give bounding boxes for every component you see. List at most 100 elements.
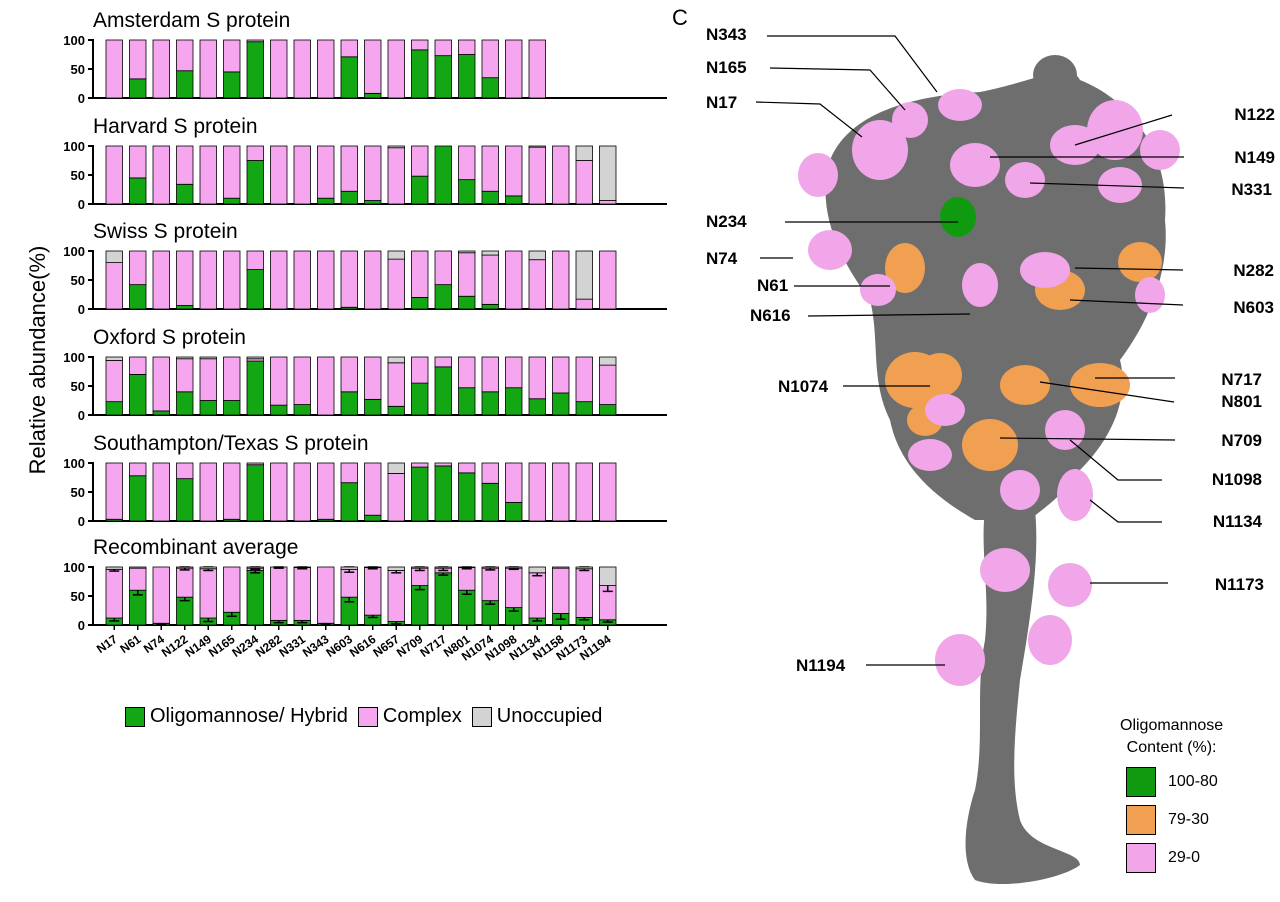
bar-complex bbox=[246, 145, 264, 161]
composition-legend: Oligomannose/ Hybrid Complex Unoccupied bbox=[125, 705, 612, 728]
site-label-n603: N603 bbox=[1233, 298, 1274, 317]
bar-unoccupied bbox=[129, 566, 147, 569]
bar-complex bbox=[246, 462, 264, 466]
bar-oligomannose bbox=[434, 145, 452, 205]
bar-complex bbox=[223, 356, 241, 401]
pink-glycan-clusters bbox=[798, 89, 1180, 686]
bar-unoccupied bbox=[364, 566, 382, 568]
bar-complex bbox=[505, 39, 523, 99]
bar-oligomannose bbox=[411, 49, 429, 99]
olig-legend-swatch-low bbox=[1126, 843, 1156, 873]
chart-title: Amsterdam S protein bbox=[93, 9, 290, 32]
bar-complex bbox=[364, 250, 382, 310]
bar-complex bbox=[599, 462, 617, 522]
bar-unoccupied bbox=[105, 566, 123, 570]
bar-unoccupied bbox=[481, 250, 499, 256]
bar-oligomannose bbox=[411, 466, 429, 522]
y-tick-label: 100 bbox=[63, 244, 85, 259]
site-leader-line bbox=[1074, 114, 1173, 146]
olig-legend-label-mid: 79-30 bbox=[1168, 811, 1209, 828]
y-tick-label: 50 bbox=[71, 273, 85, 288]
y-tick-label: 50 bbox=[71, 62, 85, 77]
bar-oligomannose bbox=[411, 382, 429, 416]
bar-oligomannose bbox=[223, 197, 241, 205]
bar-complex bbox=[152, 250, 170, 310]
bar-unoccupied bbox=[387, 356, 405, 364]
bar-complex bbox=[270, 566, 288, 621]
bar-complex bbox=[317, 39, 335, 99]
y-tick-label: 50 bbox=[71, 168, 85, 183]
y-tick-label: 100 bbox=[63, 560, 85, 575]
y-tick-label: 50 bbox=[71, 589, 85, 604]
bar-complex bbox=[105, 262, 123, 310]
y-tick-label: 0 bbox=[78, 408, 85, 423]
bar-oligomannose bbox=[176, 305, 194, 310]
y-tick-label: 0 bbox=[78, 302, 85, 317]
bar-oligomannose bbox=[458, 54, 476, 99]
site-label-n234: N234 bbox=[706, 212, 747, 231]
bar-complex bbox=[340, 568, 358, 598]
bar-complex bbox=[152, 145, 170, 205]
bar-unoccupied bbox=[528, 566, 546, 574]
legend-label-unoccupied: Unoccupied bbox=[496, 705, 603, 727]
bar-complex bbox=[528, 146, 546, 205]
bar-oligomannose bbox=[129, 373, 147, 416]
olig-legend-item-mid: 79-30 bbox=[1126, 805, 1223, 835]
oligomannose-content-legend: Oligomannose Content (%): 100-80 79-30 2… bbox=[1120, 715, 1223, 873]
bar-complex bbox=[575, 568, 593, 618]
x-tick-label: N17 bbox=[94, 632, 120, 656]
site-label-n122: N122 bbox=[1234, 105, 1275, 124]
bar-oligomannose bbox=[246, 41, 264, 99]
site-label-n1098: N1098 bbox=[1212, 470, 1262, 489]
bar-oligomannose bbox=[129, 284, 147, 310]
y-tick-label: 50 bbox=[71, 379, 85, 394]
bar-complex bbox=[293, 145, 311, 205]
legend-item-oligomannose: Oligomannose/ Hybrid bbox=[125, 705, 348, 728]
bar-complex bbox=[105, 39, 123, 99]
bar-oligomannose bbox=[552, 392, 570, 416]
olig-legend-swatch-mid bbox=[1126, 805, 1156, 835]
bar-complex bbox=[552, 462, 570, 522]
bar-complex bbox=[105, 145, 123, 205]
bar-oligomannose bbox=[105, 401, 123, 416]
bar-oligomannose bbox=[599, 404, 617, 416]
legend-item-unoccupied: Unoccupied bbox=[471, 705, 603, 728]
bar-oligomannose bbox=[129, 177, 147, 205]
bar-complex bbox=[129, 462, 147, 477]
bar-complex bbox=[552, 567, 570, 614]
olig-legend-label-high: 100-80 bbox=[1168, 773, 1218, 790]
bar-complex bbox=[317, 145, 335, 199]
site-label-n801: N801 bbox=[1221, 392, 1262, 411]
y-tick-label: 100 bbox=[63, 33, 85, 48]
bar-complex bbox=[575, 160, 593, 205]
bar-unoccupied bbox=[411, 566, 429, 569]
bar-oligomannose bbox=[481, 482, 499, 522]
bar-complex bbox=[293, 462, 311, 522]
site-label-n61: N61 bbox=[757, 276, 788, 295]
bar-unoccupied bbox=[481, 566, 499, 569]
bar-oligomannose bbox=[458, 179, 476, 205]
site-label-n282: N282 bbox=[1233, 261, 1274, 280]
site-label-n1074: N1074 bbox=[778, 377, 829, 396]
legend-item-complex: Complex bbox=[357, 705, 462, 728]
bar-unoccupied bbox=[505, 566, 523, 569]
bar-complex bbox=[458, 39, 476, 55]
bar-oligomannose bbox=[505, 387, 523, 416]
bar-complex bbox=[176, 358, 194, 393]
site-leader-line bbox=[769, 67, 906, 111]
site-label-n165: N165 bbox=[706, 58, 747, 77]
y-tick-label: 50 bbox=[71, 485, 85, 500]
bar-unoccupied bbox=[552, 566, 570, 569]
site-label-n74: N74 bbox=[706, 249, 738, 268]
bar-complex bbox=[199, 145, 217, 205]
chart-title: Southampton/Texas S protein bbox=[93, 432, 369, 455]
bar-complex bbox=[575, 298, 593, 310]
bar-complex bbox=[223, 250, 241, 310]
bar-oligomannose bbox=[434, 55, 452, 99]
bar-complex bbox=[199, 250, 217, 310]
bar-complex bbox=[152, 39, 170, 99]
bar-unoccupied bbox=[199, 356, 217, 360]
bar-unoccupied bbox=[575, 566, 593, 570]
bar-unoccupied bbox=[575, 145, 593, 161]
